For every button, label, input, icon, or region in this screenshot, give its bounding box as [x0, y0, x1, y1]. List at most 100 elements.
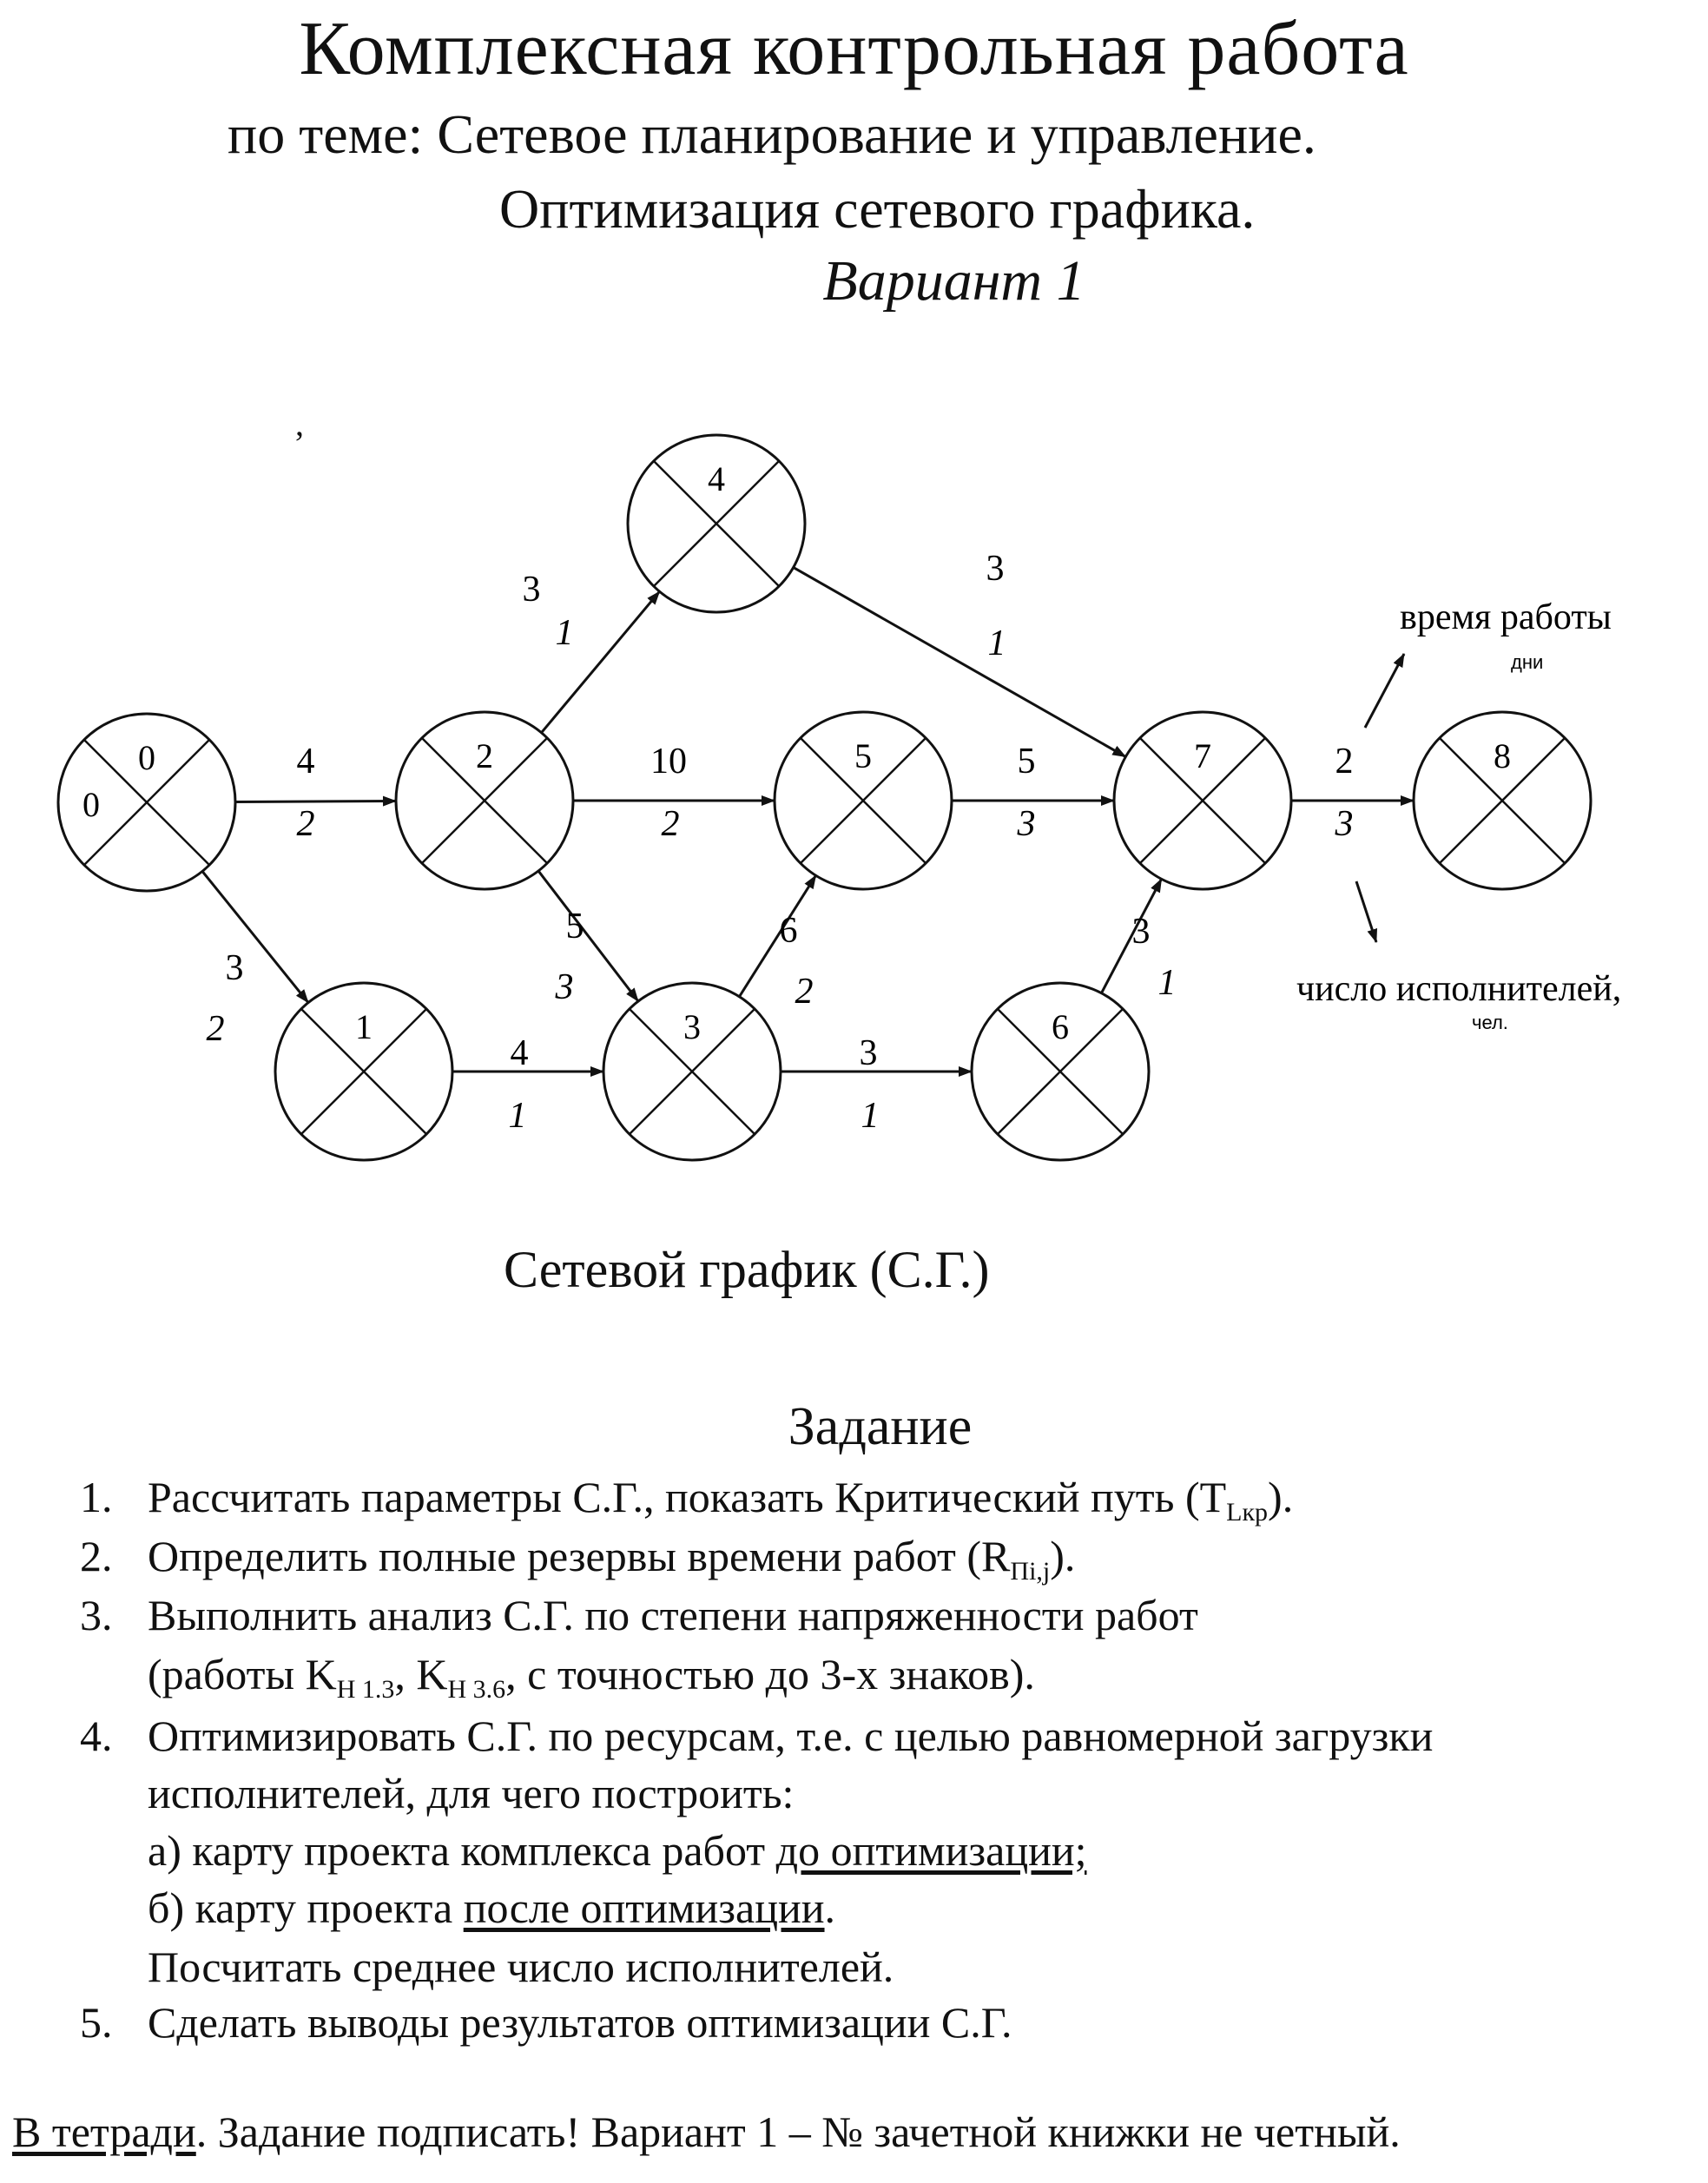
event-node-8: 8	[1412, 710, 1593, 891]
legend-workers-arrow	[1355, 880, 1378, 943]
task-subscript: H 1.3	[336, 1675, 395, 1704]
edge-duration-label: 2	[1335, 742, 1354, 782]
node-diagonal	[420, 736, 549, 865]
task-item-1: 1. Рассчитать параметры С.Г., показать К…	[80, 1472, 1293, 1527]
node-number: 4	[708, 459, 725, 498]
edge-2-4	[540, 590, 661, 734]
task-text: , с точностью до 3-х знаков).	[505, 1650, 1035, 1698]
task-heading: Задание	[788, 1397, 973, 1456]
node-number: 0	[138, 738, 155, 777]
edge-workers-label: 1	[861, 1096, 880, 1136]
edge-duration-label: 6	[780, 911, 798, 951]
edge-duration-label: 3	[1132, 912, 1151, 952]
diagram-caption: Сетевой график (С.Г.)	[504, 1241, 990, 1298]
task-number: 3.	[80, 1591, 113, 1639]
node-diagonal	[799, 736, 927, 865]
node-number: 8	[1494, 736, 1511, 775]
task-item-4-b: б) карту проекта после оптимизации.	[148, 1883, 835, 1933]
task-number: 4.	[80, 1711, 113, 1760]
edge-workers-label: 2	[795, 972, 814, 1012]
event-node-2: 2	[394, 710, 575, 891]
legend-time-unit: дни	[1511, 651, 1543, 673]
edge-4-7	[792, 566, 1127, 758]
subtitle-line-2: Оптимизация сетевого графика.	[499, 178, 1256, 240]
event-node-1: 1	[274, 981, 454, 1162]
task-item-4-a: а) карту проекта комплекса работ до опти…	[148, 1825, 1086, 1876]
node-diagonal	[996, 1007, 1124, 1136]
node-diagonal	[1138, 736, 1267, 865]
task-text: Сделать выводы результатов оптимизации С…	[148, 1998, 1012, 2047]
task-text: б) карту проекта	[148, 1883, 464, 1932]
edge-duration-label: 5	[566, 907, 584, 946]
task-subscript: Пi,j	[1010, 1557, 1051, 1586]
node-number: 1	[355, 1007, 373, 1046]
event-node-0: 00	[56, 712, 237, 893]
event-node-7: 7	[1112, 710, 1293, 891]
node-number: 3	[683, 1007, 701, 1046]
task-number: 1.	[80, 1473, 113, 1521]
task-item-4-line-5: Посчитать среднее число исполнителей.	[148, 1942, 894, 1991]
edge-workers-label: 2	[207, 1009, 225, 1049]
legend-time-arrow	[1363, 653, 1406, 729]
edge-workers-label: 2	[662, 804, 680, 844]
node-number: 6	[1052, 1007, 1069, 1046]
task-item-3-line-2: (работы KH 1.3, KH 3.6, с точностью до 3…	[148, 1649, 1035, 1705]
event-node-6: 6	[970, 981, 1151, 1162]
edge-workers-label: 2	[297, 804, 315, 844]
footer-text: . Задание подписать! Вариант 1 – № зачет…	[195, 2107, 1401, 2156]
edge-2-3	[537, 870, 640, 1002]
legend-time-label: время работы	[1400, 597, 1612, 637]
event-node-5: 5	[773, 710, 953, 891]
subtitle-line-1: по теме: Сетевое планирование и управлен…	[228, 103, 1316, 165]
footer-underlined: В тетради	[12, 2107, 196, 2156]
task-subscript: Lкр	[1226, 1498, 1269, 1527]
task-item-5: 5. Сделать выводы результатов оптимизаци…	[80, 1997, 1012, 2048]
page-title: Комплексная контрольная работа	[299, 7, 1409, 91]
edge-workers-label: 3	[555, 967, 574, 1007]
task-item-4-line-2: исполнителей, для чего построить:	[148, 1769, 795, 1817]
node-diagonal	[82, 738, 211, 867]
event-node-4: 4	[626, 433, 807, 614]
task-text: ).	[1268, 1473, 1294, 1521]
edge-duration-label: 3	[226, 948, 244, 988]
node-diagonal	[652, 459, 781, 588]
edge-duration-label: 4	[511, 1033, 529, 1073]
node-number: 2	[476, 736, 493, 775]
edge-workers-label: 3	[1335, 804, 1354, 844]
node-number: 7	[1194, 736, 1211, 775]
event-node-3: 3	[602, 981, 782, 1162]
edge-duration-label: 3	[986, 549, 1005, 589]
task-item-2: 2. Определить полные резервы времени раб…	[80, 1531, 1075, 1586]
stray-mark: ’	[293, 424, 306, 463]
node-diagonal	[628, 1007, 756, 1136]
task-item-4: 4. Оптимизировать С.Г. по ресурсам, т.е.…	[80, 1711, 1433, 1761]
task-text: Рассчитать параметры С.Г., показать Крит…	[148, 1473, 1227, 1521]
task-text: Определить полные резервы времени работ …	[148, 1532, 1011, 1580]
legend-workers-unit: чел.	[1472, 1012, 1508, 1033]
edge-duration-label: 3	[860, 1033, 878, 1073]
edge-6-7	[1100, 878, 1163, 994]
edge-workers-label: 1	[509, 1096, 527, 1136]
node-side-label: 0	[82, 785, 100, 824]
task-subscript: H 3.6	[447, 1675, 506, 1704]
edge-workers-label: 3	[1017, 804, 1036, 844]
task-underlined: после оптимизации	[463, 1883, 825, 1932]
edge-duration-label: 4	[297, 742, 315, 782]
task-underlined: до оптимизации;	[775, 1826, 1087, 1875]
task-text: .	[824, 1883, 836, 1932]
variant-label: Вариант 1	[822, 249, 1085, 313]
task-text: Выполнить анализ С.Г. по степени напряже…	[148, 1591, 1198, 1639]
node-number: 5	[854, 736, 872, 775]
task-text: ).	[1050, 1532, 1076, 1580]
edge-duration-label: 3	[523, 570, 541, 610]
node-diagonal	[300, 1007, 428, 1136]
task-item-3: 3. Выполнить анализ С.Г. по степени напр…	[80, 1590, 1198, 1640]
task-number: 5.	[80, 1998, 113, 2047]
edge-0-2	[234, 795, 398, 807]
task-text: (работы K	[148, 1650, 337, 1698]
task-text: , K	[394, 1650, 448, 1698]
edge-0-1	[201, 870, 310, 1004]
edge-workers-label: 1	[988, 623, 1006, 663]
edge-3-5	[738, 874, 817, 998]
